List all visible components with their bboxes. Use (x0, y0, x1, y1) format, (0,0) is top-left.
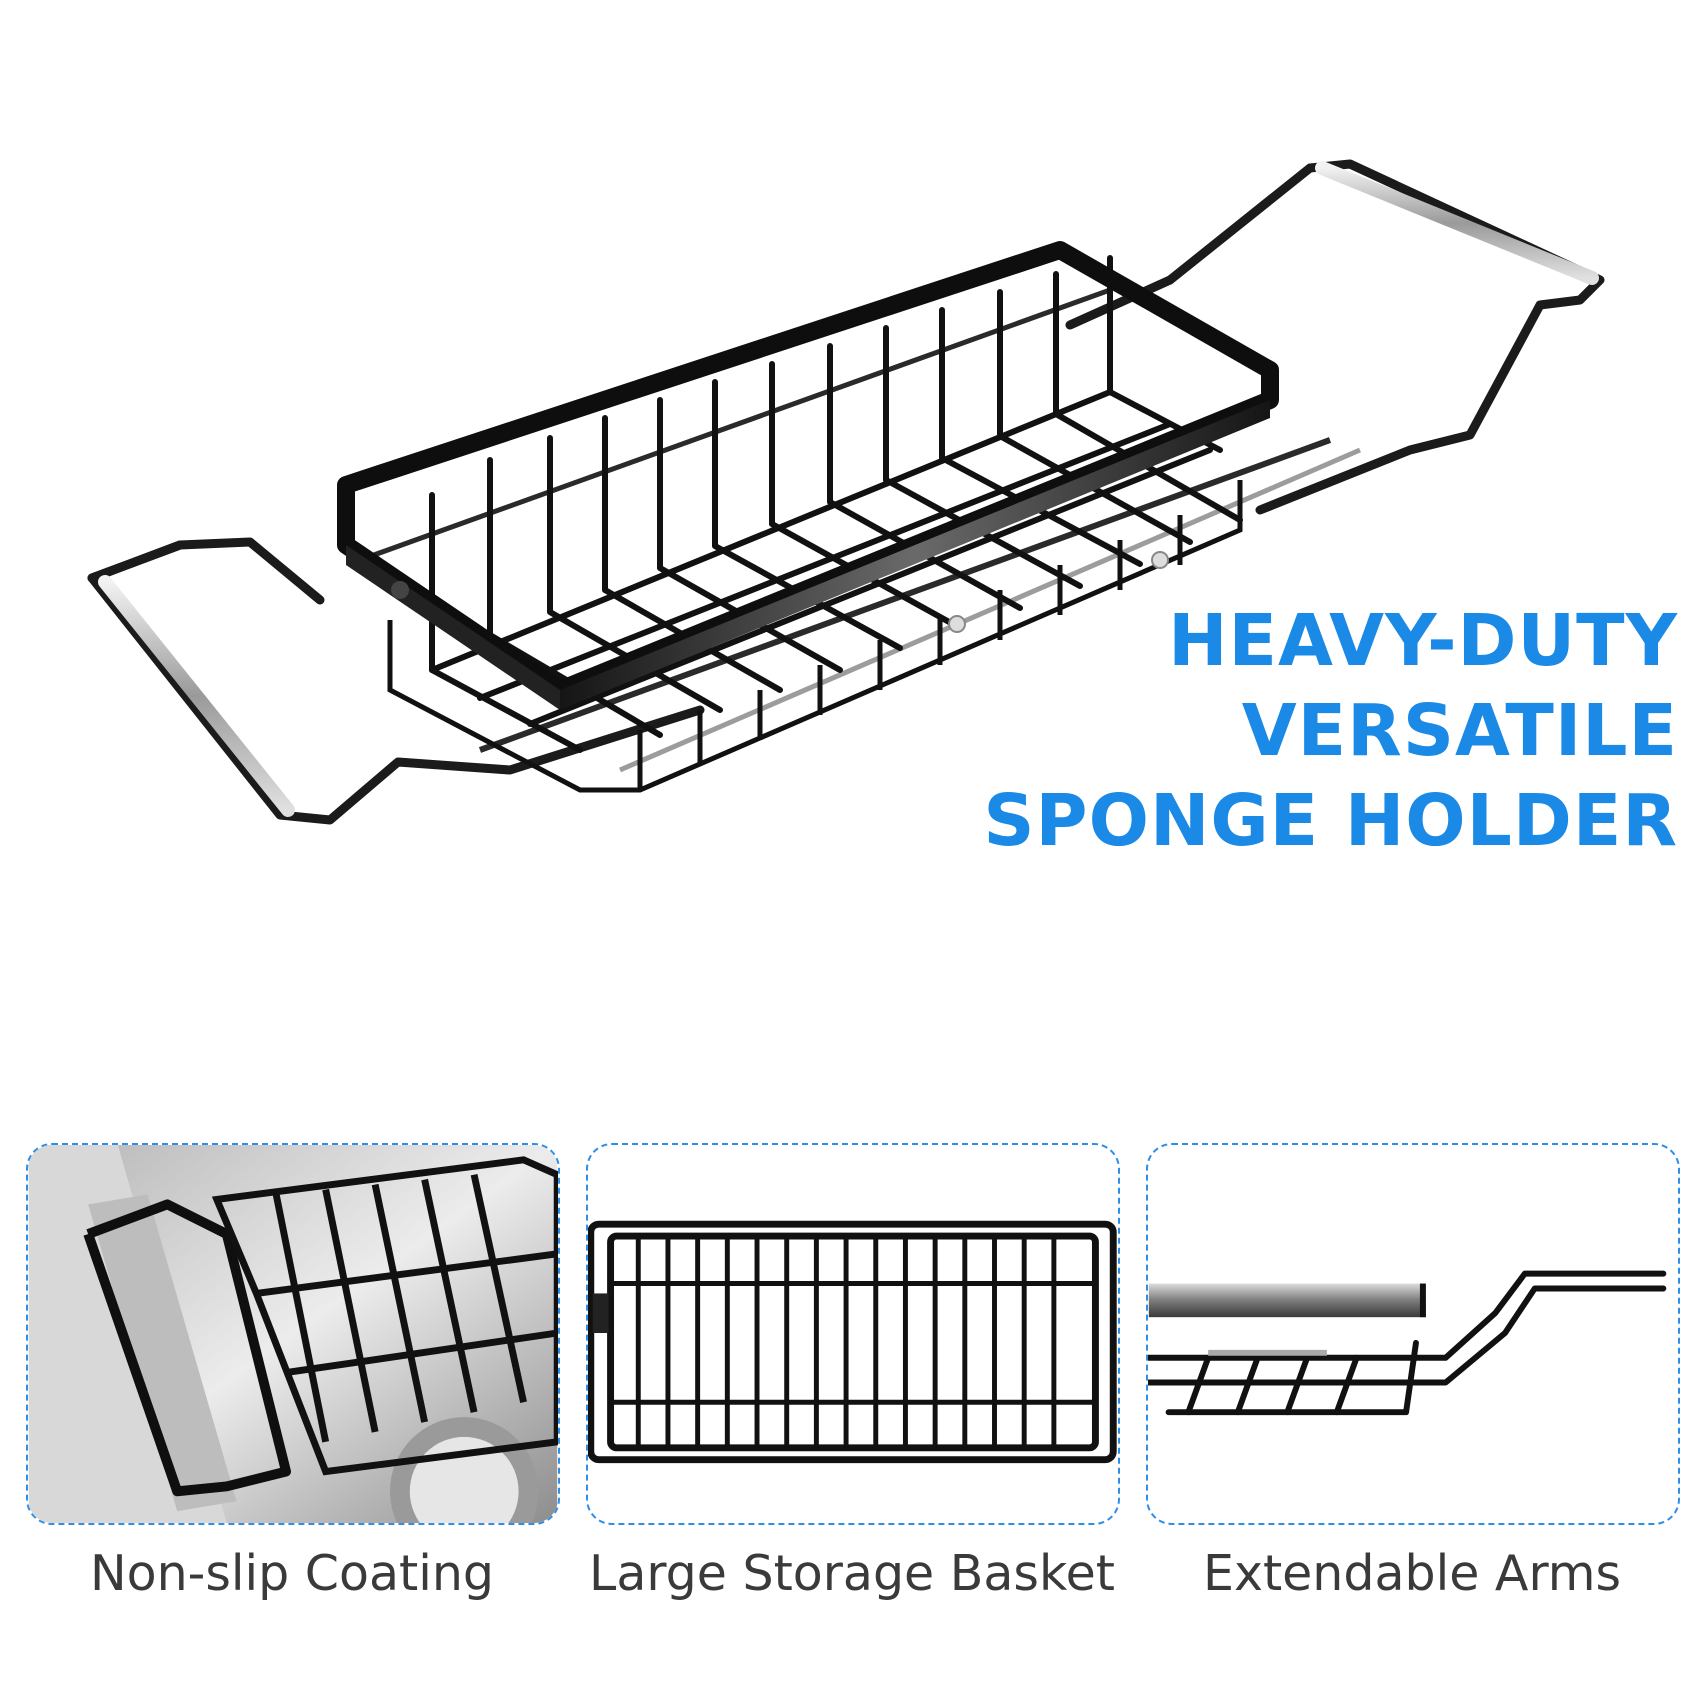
caption-extendable-arms: Extendable Arms (1202, 1545, 1621, 1602)
extendable-arms-image (1148, 1270, 1667, 1416)
headline-line-2: VERSATILE (1241, 689, 1678, 772)
caption-non-slip-coating: Non-slip Coating (89, 1545, 494, 1602)
bathtub-caddy-image (87, 159, 1605, 825)
feature-panel-storage-basket (586, 1143, 1120, 1525)
non-slip-coating-image (28, 1145, 558, 1523)
product-illustration (60, 150, 1620, 870)
storage-basket-image (588, 1220, 1117, 1464)
headline-line-1: HEAVY-DUTY (1168, 599, 1678, 682)
headline: HEAVY-DUTY VERSATILE SPONGE HOLDER (983, 596, 1678, 866)
headline-line-3: SPONGE HOLDER (983, 779, 1678, 862)
feature-panel-non-slip (26, 1143, 560, 1525)
feature-panel-extendable-arms (1146, 1143, 1680, 1525)
caption-large-storage-basket: Large Storage Basket (589, 1545, 1115, 1602)
